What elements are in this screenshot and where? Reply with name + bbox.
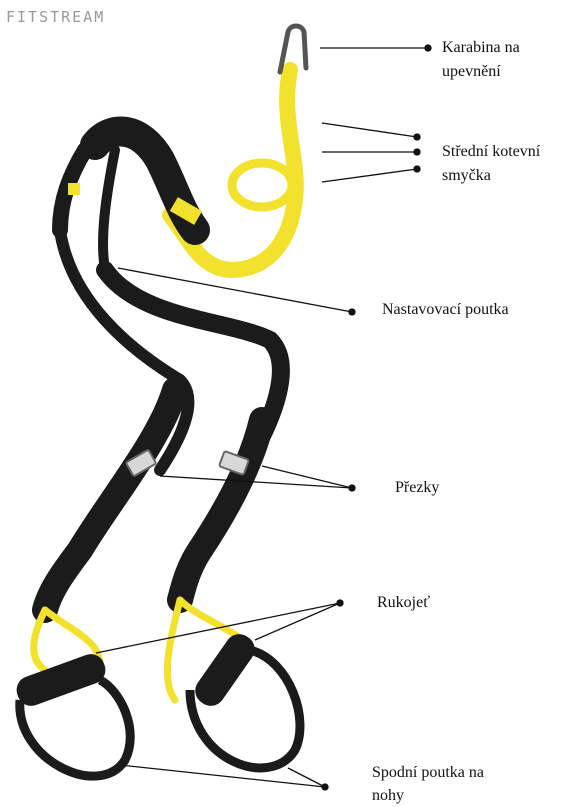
label-handle: Rukojeť <box>377 593 430 613</box>
label-buckles: Přezky <box>395 478 439 498</box>
label-adjust: Nastavovací poutka <box>382 300 509 320</box>
right-foot-loop <box>190 650 300 768</box>
label-foot-1: Spodní poutka na <box>372 763 484 783</box>
label-carabiner-2: upevnění <box>442 62 501 82</box>
label-foot-2: nohy <box>372 786 404 806</box>
label-anchor-2: smyčka <box>442 166 491 186</box>
label-carabiner-1: Karabina na <box>442 38 520 58</box>
label-anchor-1: Střední kotevní <box>442 142 540 162</box>
right-handle <box>190 629 260 712</box>
left-handle <box>13 650 110 710</box>
lower-straps <box>45 390 262 610</box>
